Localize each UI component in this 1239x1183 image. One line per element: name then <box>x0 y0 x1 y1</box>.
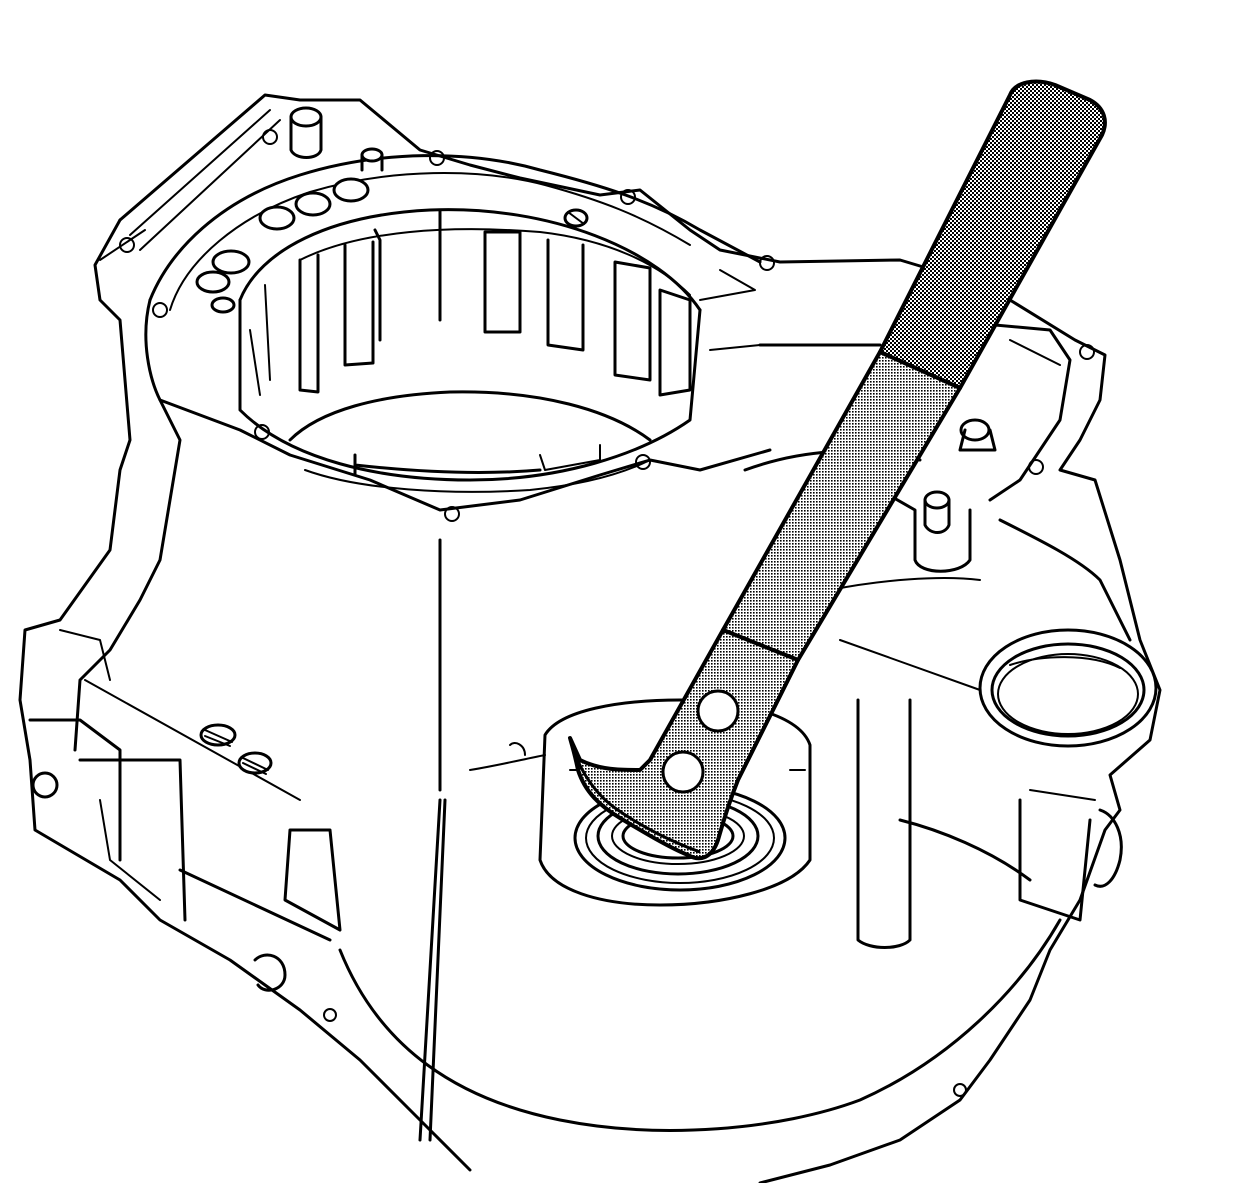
seal-remover-tool-icon <box>568 79 1107 861</box>
clutch-drum <box>238 208 761 493</box>
case-outline <box>18 93 1162 1183</box>
case-plugs <box>195 106 589 314</box>
lower-right-ribs <box>856 698 1123 949</box>
case-seams <box>338 538 1062 1142</box>
top-flange <box>119 129 1095 522</box>
right-housing <box>743 318 1132 691</box>
left-case-details <box>28 398 967 1097</box>
right-port <box>978 628 1158 748</box>
